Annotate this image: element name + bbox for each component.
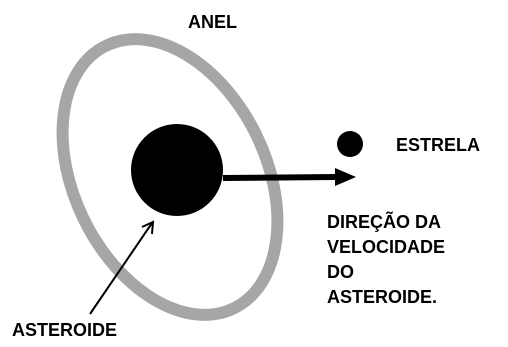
ring-label: ANEL [188,12,237,32]
velocity-label-line: DIREÇÃO DA [327,212,442,232]
asteroid-label: ASTEROIDE [12,320,118,340]
velocity-arrow [222,168,356,186]
velocity-label-line: ASTEROIDE. [327,287,438,307]
velocity-label-line: VELOCIDADE [327,237,446,257]
asteroid-pointer-arrow [89,220,155,315]
star-body [337,131,363,157]
velocity-direction-label: DIREÇÃO DA VELOCIDADE DO ASTEROIDE. [327,210,445,310]
velocity-label-line: DO [327,262,354,282]
star-label: ESTRELA [396,135,481,155]
ring [56,33,284,321]
asteroid-body [131,124,223,216]
